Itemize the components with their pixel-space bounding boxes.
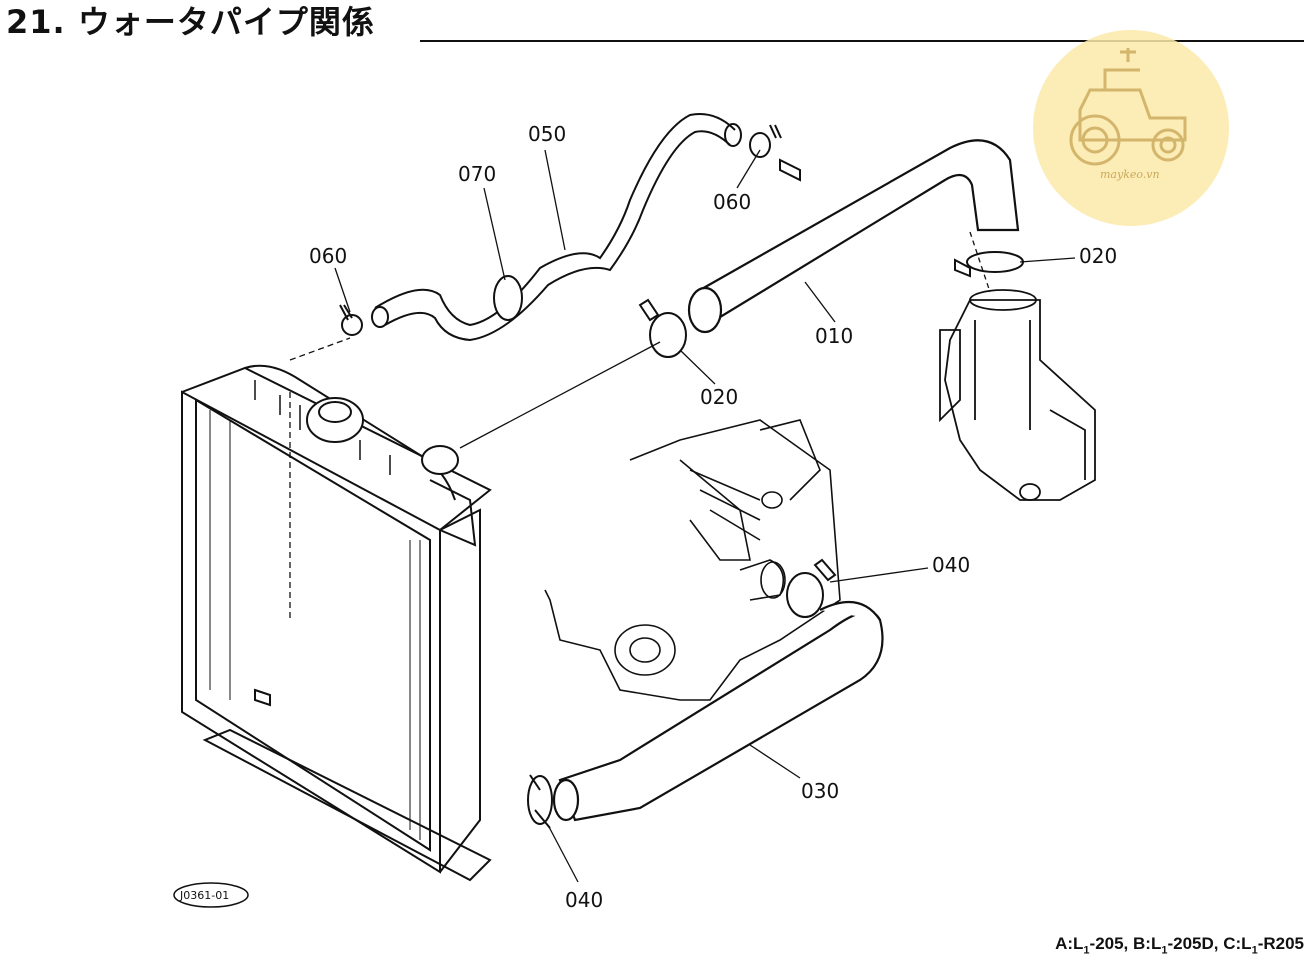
engine-block: [544, 419, 841, 701]
callout-070: 070: [458, 162, 496, 186]
thermostat-housing: [939, 289, 1096, 501]
leader-lines: [289, 149, 1076, 883]
callout-060-right: 060: [713, 190, 751, 214]
callout-040-bottom: 040: [565, 888, 603, 912]
clamp-040-upper: [786, 572, 824, 618]
callout-060-left: 060: [309, 244, 347, 268]
watermark-text: maykeo.vn: [1100, 168, 1160, 181]
callout-050: 050: [528, 122, 566, 146]
model-applicability: A:L1-205, B:L1-205D, C:L1-R205: [1055, 933, 1304, 956]
tractor-icon: [1069, 48, 1187, 166]
title-underline: [420, 40, 1304, 42]
radiator: [181, 364, 492, 882]
hose-clamps: [339, 124, 1024, 829]
callout-020-center: 020: [700, 385, 738, 409]
figure-id-badge: J0361-01: [173, 882, 249, 908]
callout-040-right: 040: [932, 553, 970, 577]
clamp-040-lower: [527, 775, 553, 825]
figure-id: J0361-01: [179, 889, 229, 902]
clamp-070: [493, 275, 523, 321]
clamp-020-lower: [649, 312, 687, 358]
callout-030: 030: [801, 779, 839, 803]
bypass-hose-050: [371, 113, 742, 342]
lower-hose-030: [552, 600, 884, 822]
upper-hose-010: [687, 139, 1020, 334]
callout-010: 010: [815, 324, 853, 348]
watermark-logo: maykeo.vn: [1033, 30, 1229, 226]
page-title: 21. ウォータパイプ関係: [6, 3, 375, 41]
clamp-060-right: [749, 132, 771, 158]
clamp-020-upper: [966, 251, 1024, 273]
callout-020-right: 020: [1079, 244, 1117, 268]
drain-fitting: [779, 158, 801, 182]
